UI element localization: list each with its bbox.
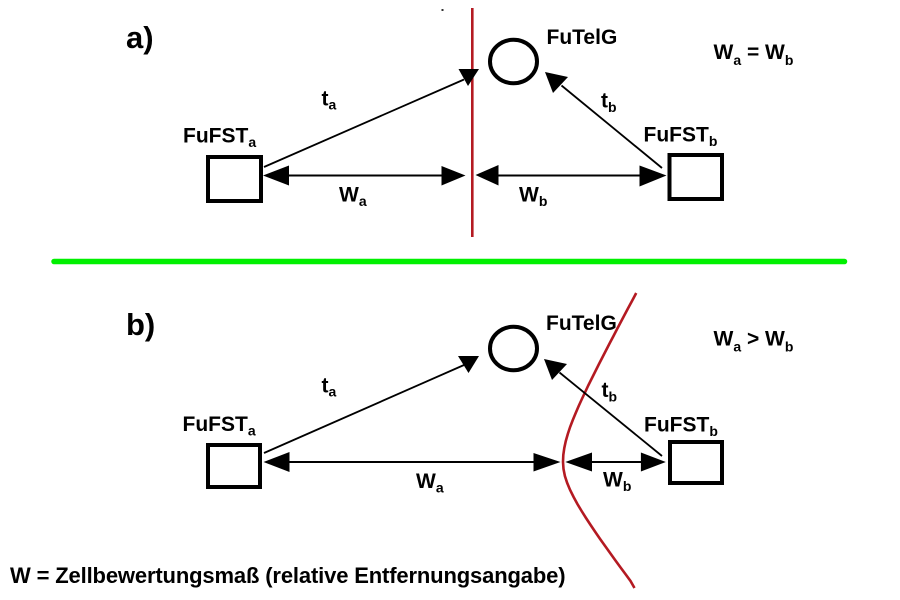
svg-text:FuFSTb: FuFSTb (644, 414, 718, 440)
svg-text:W = Zellbewertungsmaß (relativ: W = Zellbewertungsmaß (relative Entfernu… (10, 563, 565, 588)
svg-text:FuTelG: FuTelG (547, 26, 618, 49)
svg-text:FuFSTa: FuFSTa (183, 413, 256, 439)
svg-text:a): a) (126, 20, 154, 55)
svg-text:FuFSTa: FuFSTa (183, 125, 256, 151)
svg-text:Wa > Wb: Wa > Wb (714, 328, 794, 355)
svg-text:FuTelG: FuTelG (546, 312, 617, 335)
svg-text:b): b) (126, 307, 155, 342)
svg-text:Wa = Wb: Wa = Wb (714, 41, 794, 68)
svg-text:FuFSTb: FuFSTb (644, 124, 718, 150)
